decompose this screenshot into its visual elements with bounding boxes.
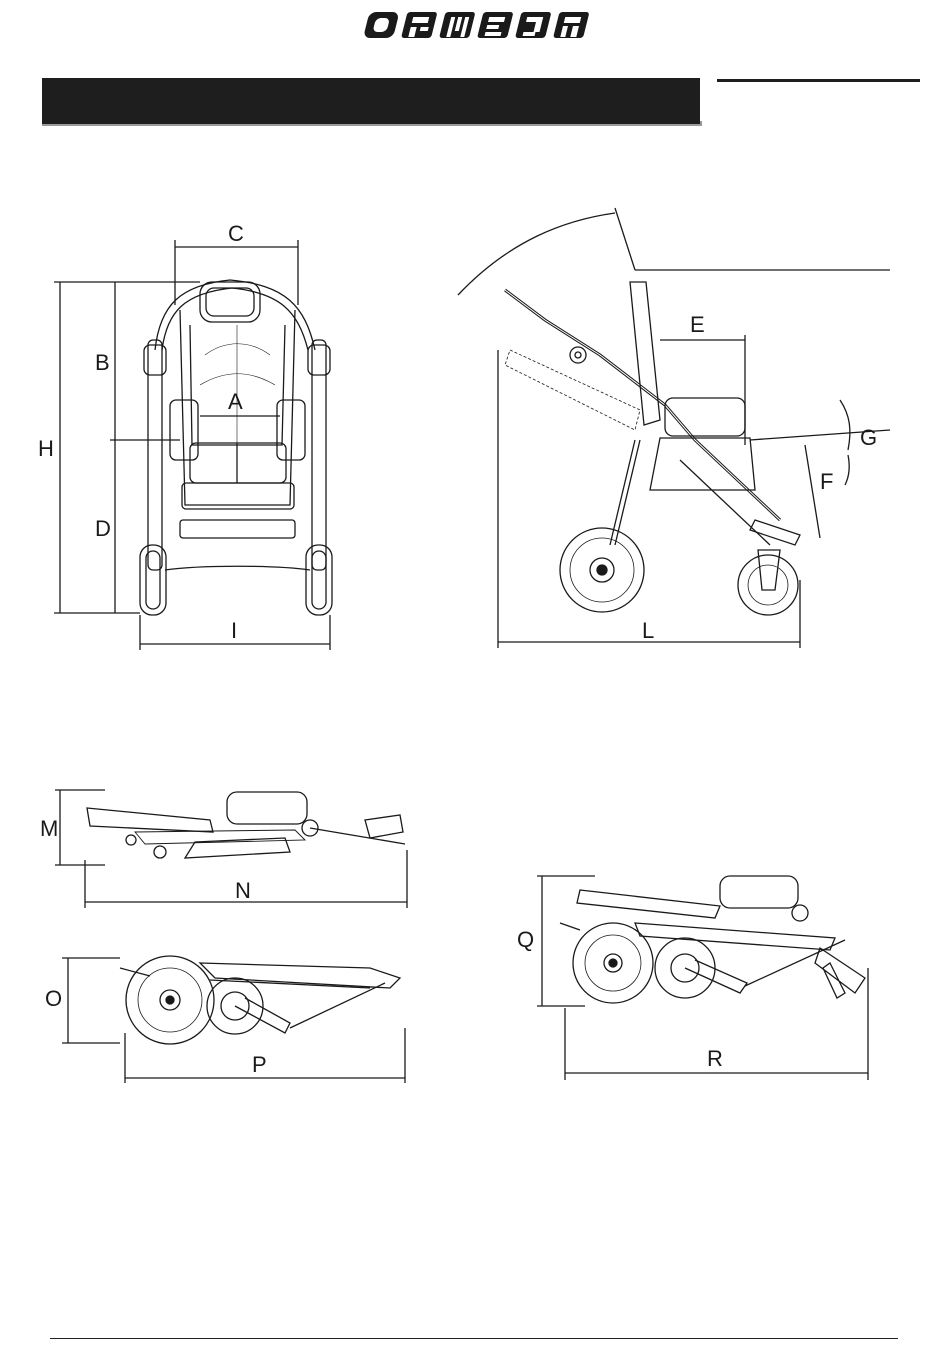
dimension-label-q: Q bbox=[517, 929, 534, 951]
dimension-label-h: H bbox=[38, 438, 54, 460]
front-view-figure: C A B H D I bbox=[40, 215, 370, 655]
header-bar bbox=[42, 78, 700, 124]
dimension-label-g: G bbox=[860, 427, 877, 449]
header-rule bbox=[717, 79, 920, 82]
dimension-label-b: B bbox=[95, 352, 110, 374]
dimension-label-e: E bbox=[690, 314, 705, 336]
dimension-label-p: P bbox=[252, 1054, 267, 1076]
dimension-label-i: I bbox=[231, 620, 237, 642]
folded-partial-figure: Q R bbox=[515, 868, 880, 1083]
ormesa-logo bbox=[362, 10, 594, 40]
dimension-label-m: M bbox=[40, 818, 58, 840]
folded-side-figure: M N bbox=[35, 780, 415, 910]
dimension-label-c: C bbox=[228, 223, 244, 245]
dimension-label-a: A bbox=[228, 391, 243, 413]
side-view-figure: E G F L bbox=[450, 200, 900, 655]
dimension-label-f: F bbox=[820, 471, 833, 493]
footer-rule bbox=[50, 1338, 898, 1339]
folded-compact-figure: O P bbox=[40, 948, 415, 1088]
dimension-label-n: N bbox=[235, 880, 251, 902]
dimension-label-o: O bbox=[45, 988, 62, 1010]
dimension-label-l: L bbox=[642, 620, 654, 642]
dimension-label-r: R bbox=[707, 1048, 723, 1070]
dimension-label-d: D bbox=[95, 518, 111, 540]
